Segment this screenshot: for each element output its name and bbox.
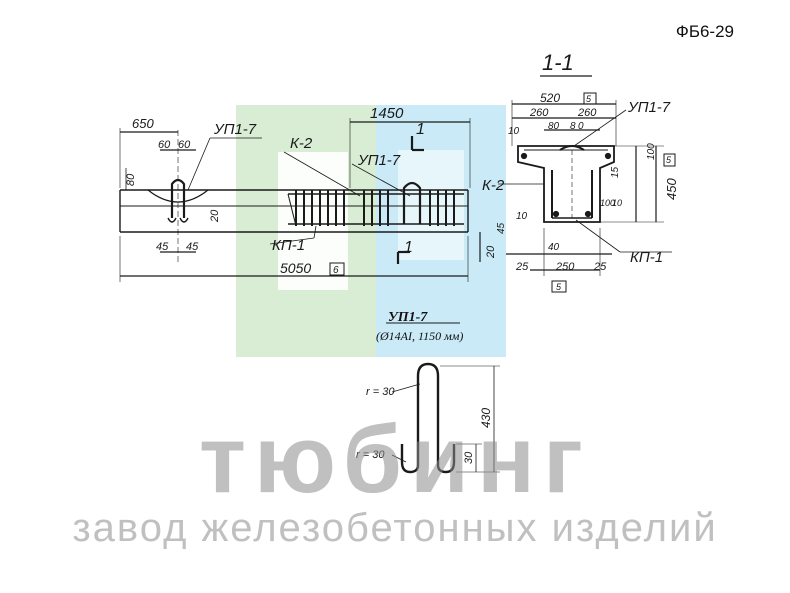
mark-kp1: КП-1 xyxy=(272,237,305,254)
dim-8: 8 xyxy=(570,121,576,132)
dim-60a: 60 xyxy=(158,139,171,151)
dim-1450: 1450 xyxy=(370,105,404,122)
dim-100: 100 xyxy=(646,143,657,160)
dim-80: 80 xyxy=(125,173,137,186)
elevation-labels: 650 60 60 УП1-7 К-2 1450 УП1-7 1 80 20 4… xyxy=(125,105,497,276)
mark-kp1-section: КП-1 xyxy=(630,249,663,266)
dim-40: 40 xyxy=(548,242,560,253)
dim-25a: 25 xyxy=(515,261,529,273)
dim-5050: 5050 xyxy=(280,260,311,276)
note-5a: 5 xyxy=(586,94,592,104)
dim-260a: 260 xyxy=(529,107,549,119)
dim-0: 0 xyxy=(578,121,584,132)
dim-250: 250 xyxy=(555,261,575,273)
dim-650: 650 xyxy=(132,116,154,131)
dim-520: 520 xyxy=(540,91,560,105)
note-5b: 5 xyxy=(666,155,672,165)
detail-spec: (Ø14AI, 1150 мм) xyxy=(376,329,463,343)
detail-labels: УП1-7 (Ø14AI, 1150 мм) r = 30 r = 30 430… xyxy=(356,310,493,464)
dim-430: 430 xyxy=(479,408,493,428)
section-title: 1-1 xyxy=(542,50,574,75)
dim-260b: 260 xyxy=(577,107,597,119)
mark-up17-b: УП1-7 xyxy=(357,152,401,169)
dim-100b: 100 xyxy=(600,198,615,208)
section-labels: 1-1 520 5 260 260 80 8 0 10 УП1-7 100 5 … xyxy=(482,50,679,292)
dim-45: 45 xyxy=(496,222,507,234)
cage-k2-bars xyxy=(295,190,455,226)
section-mark-top: 1 xyxy=(416,121,425,138)
dim-45a: 45 xyxy=(156,241,169,253)
dim-25b: 25 xyxy=(593,261,607,273)
dim-10b: 10 xyxy=(516,211,528,222)
mark-up17-a: УП1-7 xyxy=(213,121,257,138)
note-5c: 5 xyxy=(556,282,562,292)
mark-k2-section: К-2 xyxy=(482,177,505,194)
watermark-subtitle: завод железобетонных изделий xyxy=(72,506,718,550)
dim-10a: 10 xyxy=(508,126,520,137)
radius-1: r = 30 xyxy=(366,386,395,398)
dim-20a: 20 xyxy=(209,209,221,223)
dim-15: 15 xyxy=(610,166,621,178)
radius-2: r = 30 xyxy=(356,449,385,461)
dim-60b: 60 xyxy=(178,139,191,151)
dim-30: 30 xyxy=(463,451,475,464)
section-mark-bottom: 1 xyxy=(404,239,413,256)
mark-k2: К-2 xyxy=(290,135,313,152)
dim-45b: 45 xyxy=(186,241,199,253)
mark-up17-section: УП1-7 xyxy=(627,99,671,116)
detail-up17 xyxy=(386,322,500,474)
watermark-brand: тюбинг xyxy=(198,406,591,513)
dim-10c: 10 xyxy=(612,198,622,208)
detail-title: УП1-7 xyxy=(388,310,428,325)
document-code: ФБ6-29 xyxy=(675,22,734,41)
dim-20b: 20 xyxy=(485,245,497,259)
dim-80a: 80 xyxy=(548,121,560,132)
elevation-view xyxy=(119,118,481,282)
note-6: 6 xyxy=(333,265,339,276)
section-1-1 xyxy=(498,75,676,293)
dim-450: 450 xyxy=(664,178,679,200)
